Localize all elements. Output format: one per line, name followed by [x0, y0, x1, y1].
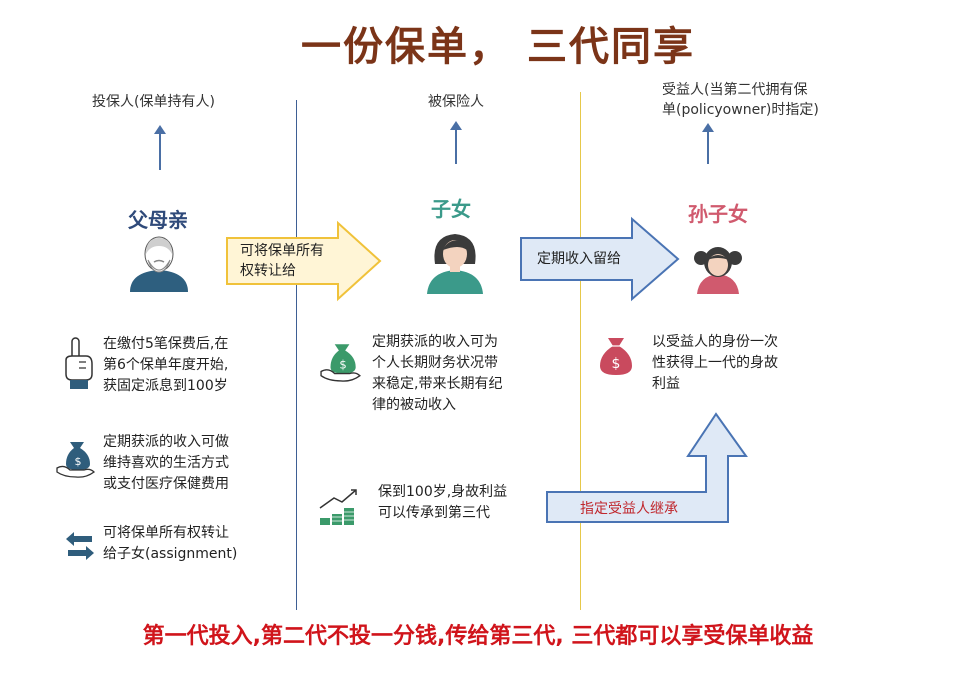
child-role-label: 被保险人 — [428, 94, 484, 110]
grandchild-role-label: 受益人(当第二代拥有保 单(policyowner)时指定) — [662, 82, 819, 118]
grandchild-name: 孙子女 — [688, 202, 748, 226]
income-arrow-shape — [520, 216, 680, 302]
child-avatar-icon — [427, 234, 483, 294]
svg-text:$: $ — [339, 357, 346, 371]
grandchild-avatar-icon — [694, 247, 742, 294]
transfer-arrow-shape — [226, 220, 382, 302]
money-bag-hand-icon: $ — [56, 442, 95, 478]
money-bag-hand-icon: $ — [320, 344, 361, 382]
child-item-2-text: 保到100岁,身故利益 可以传承到第三代 — [378, 484, 508, 521]
growth-coins-icon — [319, 489, 357, 525]
child-name: 子女 — [431, 197, 471, 221]
child-up-arrow — [450, 121, 462, 164]
svg-text:$: $ — [75, 455, 82, 468]
inherit-arrow-label: 指定受益人继承 — [580, 501, 678, 517]
divider-line-yellow — [580, 92, 581, 610]
grandchild-up-arrow — [702, 123, 714, 164]
parent-item-3-text: 可将保单所有权转让 给子女(assignment) — [103, 525, 238, 562]
parent-role-label: 投保人(保单持有人) — [92, 94, 215, 110]
footer-slogan: 第一代投入,第二代不投一分钱,传给第三代, 三代都可以享受保单收益 — [142, 624, 814, 649]
svg-text:$: $ — [612, 356, 621, 372]
transfer-arrow-label: 可将保单所有 权转让给 — [240, 243, 324, 279]
parent-name: 父母亲 — [128, 208, 188, 232]
pointing-hand-icon — [65, 337, 93, 389]
page-title: 一份保单， 三代同享 — [301, 24, 695, 70]
divider-line-blue — [296, 100, 297, 610]
transfer-arrows-icon — [66, 532, 94, 560]
income-arrow-label: 定期收入留给 — [537, 251, 621, 267]
child-item-1-text: 定期获派的收入可为 个人长期财务状况带 来稳定,带来长期有纪 律的被动收入 — [372, 334, 503, 413]
parent-item-1-text: 在缴付5笔保费后,在 第6个保单年度开始, 获固定派息到100岁 — [103, 336, 229, 394]
grandchild-item-1-text: 以受益人的身份一次 性获得上一代的身故 利益 — [652, 334, 778, 392]
parent-up-arrow — [154, 125, 166, 170]
parent-item-2-text: 定期获派的收入可做 维持喜欢的生活方式 或支付医疗保健费用 — [103, 434, 229, 492]
money-bag-icon: $ — [600, 338, 632, 375]
grandfather-avatar-icon — [130, 236, 188, 292]
inherit-arrow-shape — [546, 412, 748, 523]
